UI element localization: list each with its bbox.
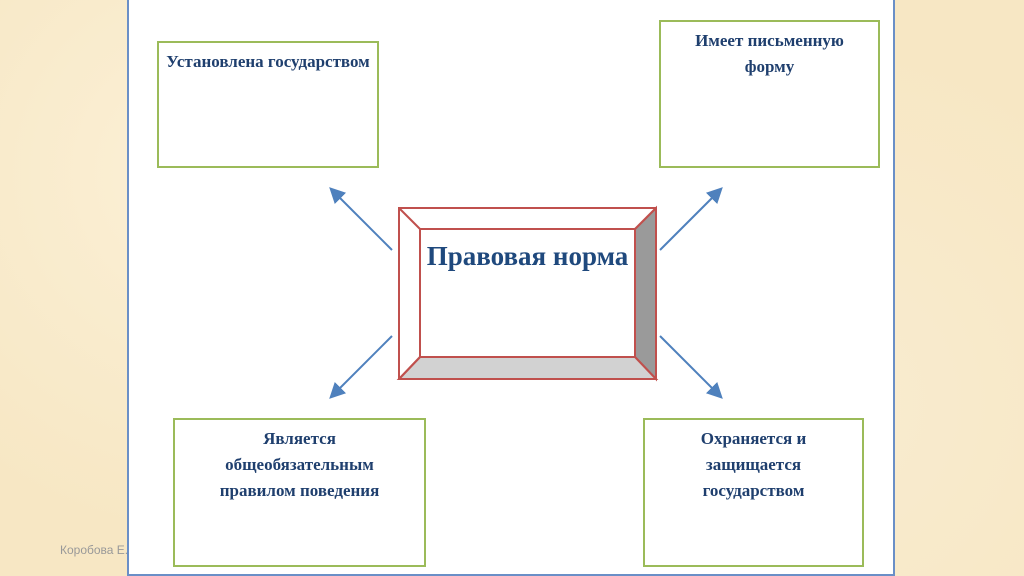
center-bevel-box	[396, 205, 659, 382]
box-established-by-state: Установлена государством	[157, 41, 379, 168]
arrow-top-left	[329, 187, 393, 251]
arrow-bottom-right	[659, 335, 723, 399]
arrow-bottom-left	[329, 335, 393, 399]
box-mandatory-rule: Является общеобязательным правилом повед…	[173, 418, 426, 567]
box-written-form: Имеет письменную форму	[659, 20, 880, 168]
box-protected-by-state: Охраняется и защищается государством	[643, 418, 864, 567]
center-title: Правовая норма	[426, 241, 629, 271]
arrow-top-right	[659, 187, 723, 251]
author-footer: Коробова Е.В.	[60, 543, 140, 557]
